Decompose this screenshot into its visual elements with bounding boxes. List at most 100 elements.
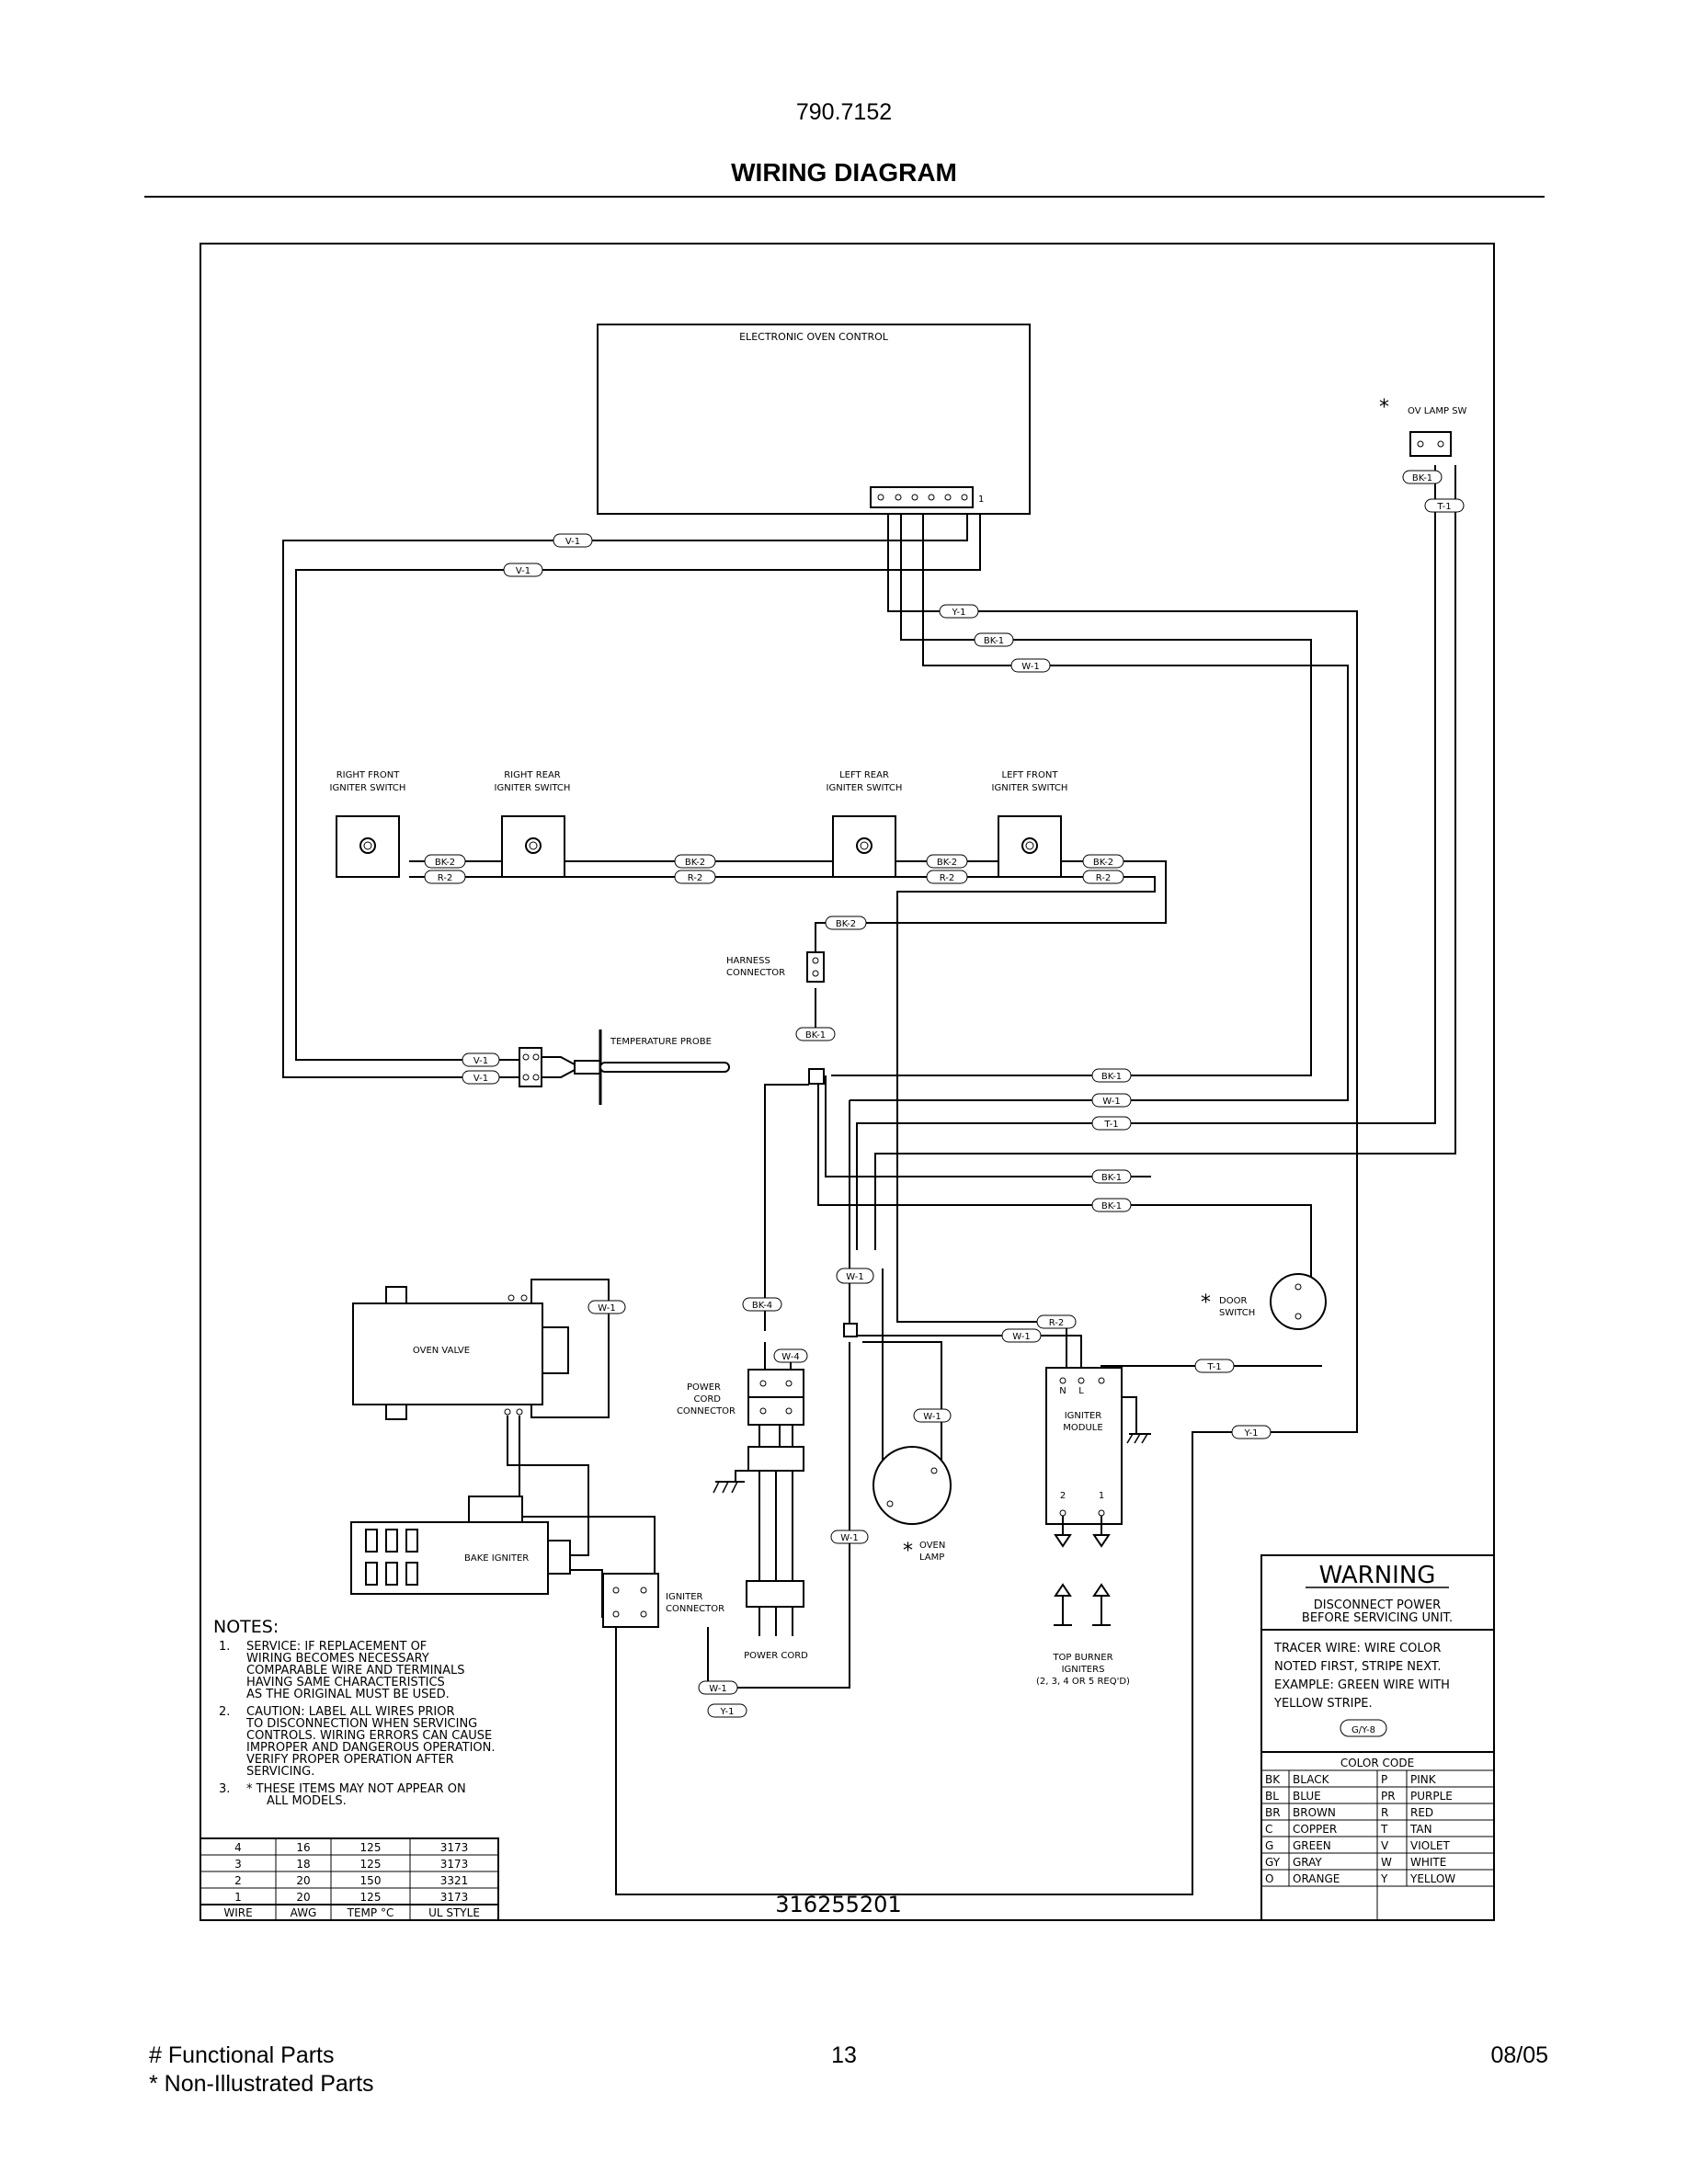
svg-text:VERIFY PROPER OPERATION AFTER: VERIFY PROPER OPERATION AFTER xyxy=(246,1753,454,1767)
color-code-title: COLOR CODE xyxy=(1340,1757,1414,1769)
wire-tag: BK-1 xyxy=(1402,470,1443,484)
temperature-probe: TEMPERATURE PROBE xyxy=(519,1029,730,1105)
wire-tag: BK-2 xyxy=(825,916,867,930)
svg-text:BK-1: BK-1 xyxy=(1412,473,1432,483)
svg-text:CONTROLS. WIRING ERRORS CAN C: CONTROLS. WIRING ERRORS CAN CAUSE xyxy=(246,1729,492,1743)
wire-tag: R-2 xyxy=(926,870,968,884)
svg-text:2.: 2. xyxy=(219,1705,230,1719)
svg-text:IGNITER SWITCH: IGNITER SWITCH xyxy=(495,783,571,793)
svg-text:W-4: W-4 xyxy=(781,1352,799,1362)
oven-lamp: * OVEN LAMP xyxy=(873,1446,952,1563)
footer-non-illustrated-parts: * Non-Illustrated Parts xyxy=(149,2071,374,2097)
svg-text:R: R xyxy=(1381,1806,1388,1819)
svg-text:3173: 3173 xyxy=(440,1891,469,1904)
probe-junction xyxy=(808,1068,825,1085)
svg-text:BK-1: BK-1 xyxy=(984,636,1004,646)
wire-tag: W-1 xyxy=(830,1530,869,1544)
svg-text:TRACER WIRE: WIRE COLOR: TRACER WIRE: WIRE COLOR xyxy=(1273,1642,1441,1655)
svg-text:150: 150 xyxy=(360,1874,382,1887)
ov-lamp-sw-label: OV LAMP SW xyxy=(1408,406,1467,416)
warning-title: WARNING xyxy=(1319,1562,1436,1589)
svg-text:TEMP °C: TEMP °C xyxy=(347,1906,394,1919)
svg-text:1: 1 xyxy=(234,1891,242,1904)
svg-text:W-1: W-1 xyxy=(1102,1097,1120,1107)
svg-text:IGNITER SWITCH: IGNITER SWITCH xyxy=(992,783,1068,793)
svg-text:BK-2: BK-2 xyxy=(1093,858,1113,868)
svg-text:1: 1 xyxy=(1099,1491,1104,1501)
wire-spec-table: 4 16 125 3173 3 18 125 3173 2 20 150 332… xyxy=(200,1837,499,1921)
svg-text:COMPARABLE WIRE AND TERMINALS: COMPARABLE WIRE AND TERMINALS xyxy=(246,1664,465,1678)
wire-tag: Y-1 xyxy=(707,1703,747,1718)
svg-text:IGNITER: IGNITER xyxy=(666,1592,703,1602)
svg-text:P: P xyxy=(1381,1773,1387,1786)
wire-tag: W-1 xyxy=(1010,658,1051,673)
svg-text:POWER: POWER xyxy=(687,1382,721,1393)
svg-text:V: V xyxy=(1381,1839,1389,1852)
notes-title: NOTES: xyxy=(213,1617,279,1637)
wire-tag: T-1 xyxy=(1194,1359,1235,1373)
svg-text:BL: BL xyxy=(1265,1790,1279,1803)
svg-text:BK-1: BK-1 xyxy=(805,1030,826,1041)
svg-text:TO DISCONNECTION WHEN SERVICIN: TO DISCONNECTION WHEN SERVICING xyxy=(245,1717,477,1731)
svg-text:W-1: W-1 xyxy=(1021,662,1039,672)
oven-valve: OVEN VALVE xyxy=(352,1286,569,1420)
wire-tag: W-1 xyxy=(1091,1093,1132,1108)
svg-text:WIRING BECOMES NECESSARY: WIRING BECOMES NECESSARY xyxy=(246,1652,429,1666)
svg-text:R-2: R-2 xyxy=(1049,1318,1065,1328)
svg-text:18: 18 xyxy=(296,1858,310,1871)
lamp-junction xyxy=(843,1323,858,1337)
svg-text:ALL MODELS.: ALL MODELS. xyxy=(267,1794,347,1808)
svg-text:4: 4 xyxy=(234,1841,242,1854)
temperature-probe-label: TEMPERATURE PROBE xyxy=(610,1037,712,1047)
svg-text:W-1: W-1 xyxy=(1012,1332,1030,1342)
svg-text:C: C xyxy=(1265,1823,1272,1836)
svg-text:LEFT REAR: LEFT REAR xyxy=(839,770,889,780)
svg-text:BK-1: BK-1 xyxy=(1101,1072,1122,1082)
svg-text:T-1: T-1 xyxy=(1206,1362,1221,1372)
wire-tag: BK-1 xyxy=(1091,1068,1132,1083)
wire-tag: R-2 xyxy=(424,870,466,884)
svg-text:PURPLE: PURPLE xyxy=(1410,1790,1453,1803)
svg-text:IMPROPER AND DANGEROUS OPERATI: IMPROPER AND DANGEROUS OPERATION. xyxy=(246,1741,496,1755)
svg-text:R-2: R-2 xyxy=(438,873,453,883)
svg-text:DISCONNECT POWER: DISCONNECT POWER xyxy=(1314,1598,1441,1612)
svg-text:GRAY: GRAY xyxy=(1293,1856,1322,1869)
svg-text:20: 20 xyxy=(296,1874,310,1887)
notes: NOTES: 1. SERVICE: IF REPLACEMENT OF WIR… xyxy=(213,1617,496,1808)
svg-text:RIGHT FRONT: RIGHT FRONT xyxy=(336,770,401,780)
power-cord: POWER CORD xyxy=(713,1425,808,1661)
svg-text:IGNITER: IGNITER xyxy=(1065,1411,1102,1421)
door-switch: * DOOR SWITCH xyxy=(1201,1273,1327,1330)
ov-lamp-switch: * OV LAMP SW xyxy=(1379,396,1467,457)
svg-text:3.: 3. xyxy=(219,1782,230,1796)
svg-text:OVEN: OVEN xyxy=(919,1541,945,1551)
svg-text:W: W xyxy=(1381,1856,1392,1869)
wire-tag: W-1 xyxy=(913,1408,952,1423)
asterisk-oven-lamp: * xyxy=(903,1540,913,1563)
svg-text:CAUTION: LABEL ALL WIRES PRIO: CAUTION: LABEL ALL WIRES PRIOR xyxy=(246,1705,454,1719)
svg-text:V-1: V-1 xyxy=(565,537,580,547)
svg-text:RIGHT REAR: RIGHT REAR xyxy=(504,770,561,780)
svg-text:125: 125 xyxy=(360,1858,382,1871)
svg-text:IGNITER SWITCH: IGNITER SWITCH xyxy=(827,783,903,793)
diagram-frame xyxy=(200,243,1495,1921)
svg-text:BROWN: BROWN xyxy=(1293,1806,1336,1819)
wire-tag: BK-2 xyxy=(926,854,968,869)
svg-text:125: 125 xyxy=(360,1891,382,1904)
svg-text:3321: 3321 xyxy=(440,1874,469,1887)
svg-text:DOOR: DOOR xyxy=(1219,1296,1247,1306)
svg-text:ORANGE: ORANGE xyxy=(1293,1872,1340,1885)
svg-text:O: O xyxy=(1265,1872,1273,1885)
wire-tags: V-1 V-1 Y-1 BK-1 W-1 BK-1 T-1 BK-2 R-2 B… xyxy=(424,470,1465,1718)
svg-text:T-1: T-1 xyxy=(1436,502,1451,512)
page-title: WIRING DIAGRAM xyxy=(731,158,957,187)
svg-text:PINK: PINK xyxy=(1410,1773,1437,1786)
harness-connector: HARNESS CONNECTOR xyxy=(726,951,825,983)
tracer-example-tag: G/Y-8 xyxy=(1352,1725,1375,1735)
svg-text:(2, 3, 4 OR 5 REQ'D): (2, 3, 4 OR 5 REQ'D) xyxy=(1036,1677,1130,1687)
eoc-pin-one: 1 xyxy=(978,495,984,505)
diagram-part-number: 316255201 xyxy=(775,1892,901,1917)
svg-text:NOTED FIRST, STRIPE NEXT.: NOTED FIRST, STRIPE NEXT. xyxy=(1274,1660,1441,1674)
wire-tag: V-1 xyxy=(462,1070,500,1085)
